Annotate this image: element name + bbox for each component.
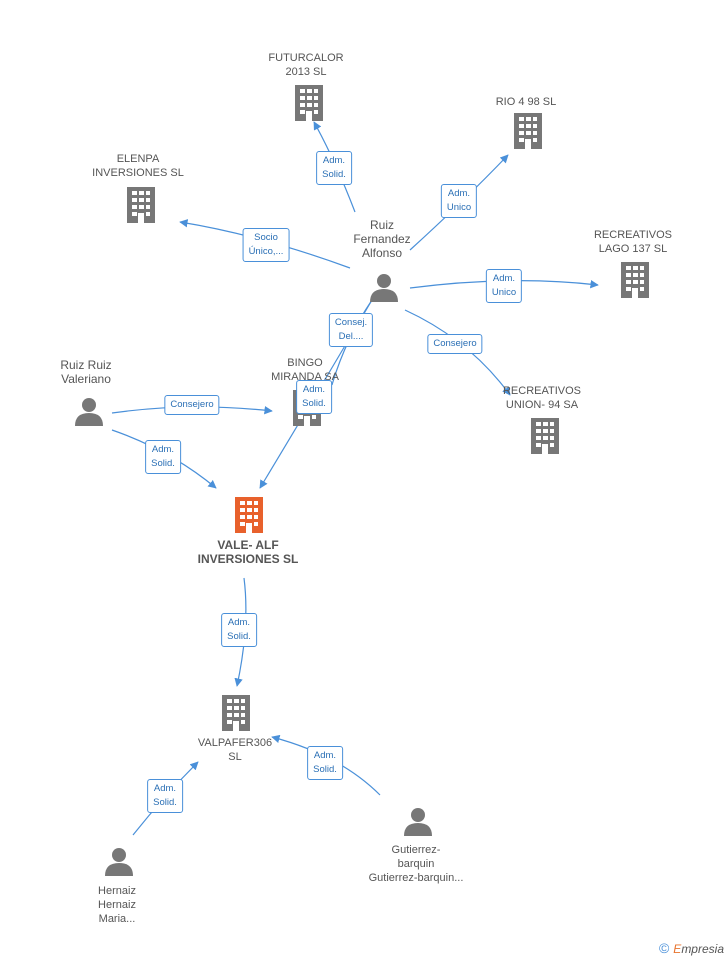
elenpa-label[interactable]: ELENPA INVERSIONES SL [92,152,184,180]
edge-label-vale-valpafer-line2: Solid. [227,631,251,642]
futurcalor-label-line1: FUTURCALOR [268,52,344,64]
recreativos-union-building-icon [531,418,559,454]
edge-label-rio-line1: Adm. [447,188,471,199]
edge-label-lago-line1: Adm. [492,273,516,284]
ruiz-fernandez-label-line2: Fernandez [353,232,411,246]
futurcalor-building-icon [295,85,323,121]
edge-label-futurcalor[interactable]: Adm. Solid. [316,151,352,185]
edge-label-vale-valpafer[interactable]: Adm. Solid. [221,613,257,647]
recreativos-union-label-line1: RECREATIVOS [502,385,582,397]
edge-label-vale-valpafer-line1: Adm. [227,617,251,628]
valpafer-label-line1: VALPAFER306 [197,737,273,749]
elenpa-label-line1: ELENPA [116,153,160,165]
gutierrez-label-line3: Gutierrez-barquin... [368,872,464,884]
edge-label-union-line1: Consejero [433,338,477,349]
edge-label-rio-line2: Unico [446,202,472,213]
edge-label-futurcalor-line2: Solid. [322,169,346,180]
copyright-icon: © [658,940,670,956]
edge-label-rio[interactable]: Adm. Unico [440,184,478,218]
hernaiz-label-line3: Maria... [98,913,136,925]
edge-label-ruizruiz-bingo[interactable]: Consejero [164,395,220,415]
edge-label-ruizruiz-bingo-line1: Consejero [170,399,214,410]
ruiz-ruiz-person-icon [75,398,103,426]
elenpa-label-line2: INVERSIONES SL [92,167,184,179]
edge-label-futurcalor-line1: Adm. [322,155,346,166]
hernaiz-label-line1: Hernaiz [98,885,136,897]
edge-label-ruiz-vale-line1: Adm. [302,384,326,395]
edge-label-elenpa-line2: Único,... [248,246,284,257]
vale-alf-label-line1: VALE- ALF [217,538,279,552]
recreativos-lago-label-line1: RECREATIVOS [593,229,673,241]
edge-label-lago[interactable]: Adm. Unico [485,269,523,303]
edge-label-gutierrez-line1: Adm. [313,750,337,761]
edge-label-hernaiz-line2: Solid. [153,797,177,808]
futurcalor-label[interactable]: FUTURCALOR 2013 SL [268,51,343,79]
gutierrez-label-line2: barquin [397,858,435,870]
vale-alf-building-icon [235,497,263,533]
rio-label-line1: RIO 4 98 SL [495,96,557,108]
futurcalor-label-line2: 2013 SL [285,66,327,78]
elenpa-building-icon [127,187,155,223]
vale-alf-label-line2: INVERSIONES SL [197,552,299,566]
gutierrez-label[interactable]: Gutierrez- barquin Gutierrez-barquin... [369,843,464,885]
vale-alf-label[interactable]: VALE- ALF INVERSIONES SL [198,538,299,566]
edge-label-lago-line2: Unico [491,287,517,298]
edge-label-bingo-consej[interactable]: Consej. Del.... [328,313,374,347]
recreativos-lago-building-icon [621,262,649,298]
bingo-label-line1: BINGO [287,357,323,369]
ruiz-fernandez-label[interactable]: Ruiz Fernandez Alfonso [353,218,410,260]
edge-label-hernaiz-line1: Adm. [153,783,177,794]
recreativos-union-label[interactable]: RECREATIVOS UNION- 94 SA [503,384,581,412]
edge-label-ruiz-vale-line2: Solid. [302,398,326,409]
empresia-logo: Empresia [673,942,724,956]
valpafer-label-line2: SL [228,751,242,763]
gutierrez-label-line1: Gutierrez- [391,844,441,856]
ruiz-fernandez-label-line1: Ruiz [369,218,394,232]
edge-label-ruizruiz-vale-line1: Adm. [151,444,175,455]
valpafer-label[interactable]: VALPAFER306 SL [198,736,272,764]
ruiz-ruiz-label[interactable]: Ruiz Ruiz Valeriano [60,358,111,386]
empresia-logo-rest: mpresia [681,942,724,956]
rio-label[interactable]: RIO 4 98 SL [496,95,557,109]
edge-label-elenpa[interactable]: Socio Único,... [242,228,290,262]
edge-label-ruizruiz-vale-line2: Solid. [151,458,175,469]
edge-label-ruizruiz-vale[interactable]: Adm. Solid. [145,440,181,474]
hernaiz-label[interactable]: Hernaiz Hernaiz Maria... [98,884,136,926]
valpafer-building-icon [222,695,250,731]
edge-label-hernaiz[interactable]: Adm. Solid. [147,779,183,813]
gutierrez-person-icon [404,808,432,836]
empresia-footer[interactable]: ©Empresia [659,940,724,956]
ruiz-fernandez-person-icon [370,274,398,302]
ruiz-fernandez-label-line3: Alfonso [361,246,403,260]
hernaiz-person-icon [105,848,133,876]
rio-building-icon [514,113,542,149]
recreativos-union-label-line2: UNION- 94 SA [505,399,579,411]
ruiz-ruiz-label-line1: Ruiz Ruiz [60,358,112,372]
empresia-logo-initial: E [673,942,682,956]
edge-label-bingo-consej-line1: Consej. [334,317,368,328]
edge-label-ruiz-vale[interactable]: Adm. Solid. [296,380,332,414]
hernaiz-label-line2: Hernaiz [98,899,136,911]
edge-label-elenpa-line1: Socio [254,232,278,243]
edge-label-gutierrez[interactable]: Adm. Solid. [307,746,343,780]
ruiz-ruiz-label-line2: Valeriano [61,372,111,386]
edge-label-union[interactable]: Consejero [427,334,483,354]
edge-label-gutierrez-line2: Solid. [313,764,337,775]
recreativos-lago-label[interactable]: RECREATIVOS LAGO 137 SL [594,228,672,256]
recreativos-lago-label-line2: LAGO 137 SL [598,243,668,255]
edge-label-bingo-consej-line2: Del.... [338,331,364,342]
